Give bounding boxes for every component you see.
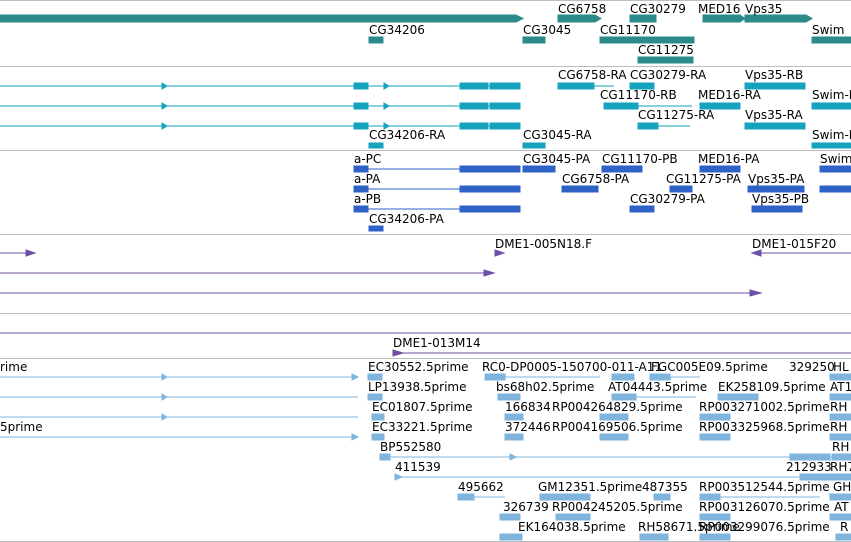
transcript-track-glyphs (0, 82, 851, 149)
track-separator (0, 66, 851, 67)
clone-track-glyphs (0, 249, 851, 357)
est-label[interactable]: RP004169506.5prime (552, 420, 683, 434)
est-label[interactable]: rime (0, 360, 28, 374)
est-track-glyphs (0, 373, 851, 541)
est-label[interactable]: GM12351.5prime (538, 480, 643, 494)
clone-label[interactable]: DME1-015F20 (752, 237, 837, 251)
track-separator (0, 150, 851, 151)
est-label[interactable]: EK164038.5prime (518, 520, 626, 534)
protein-track-glyphs (353, 165, 851, 232)
est-label[interactable]: RH (830, 420, 848, 434)
protein-label[interactable]: CG30279-PA (630, 192, 705, 206)
gene-feature-CG11275 (637, 56, 694, 64)
gene-feature-CG3045 (522, 36, 546, 44)
gene-feature-MED16 (702, 14, 746, 23)
est-label[interactable]: AT1 (830, 380, 851, 394)
est-label[interactable]: RP004264829.5prime (552, 400, 683, 414)
protein-label[interactable]: CG3045-PA (523, 152, 591, 166)
protein-label[interactable]: Swim (820, 152, 851, 166)
gene-label[interactable]: CG11170 (600, 23, 656, 37)
transcript-label[interactable]: Vps35-RA (745, 108, 803, 122)
est-label[interactable]: RH (830, 400, 848, 414)
protein-label[interactable]: a-PA (354, 172, 381, 186)
gene-label[interactable]: CG30279 (630, 2, 686, 16)
transcript-label[interactable]: CG3045-RA (523, 128, 592, 142)
transcript-label[interactable]: CG11275-RA (638, 108, 715, 122)
transcript-label[interactable]: Vps35-RB (745, 68, 804, 82)
est-label[interactable]: FGC005E09.5prime (651, 360, 768, 374)
protein-label[interactable]: CG11275-PA (666, 172, 741, 186)
transcript-label[interactable]: CG11170-RB (600, 88, 677, 102)
est-label[interactable]: RP003512544.5prime (699, 480, 830, 494)
est-label[interactable]: LP13938.5prime (368, 380, 467, 394)
est-label[interactable]: EC01807.5prime (372, 400, 473, 414)
protein-label[interactable]: Vps35-PB (752, 192, 810, 206)
gene-feature-large (0, 14, 525, 23)
clone-label[interactable]: DME1-013M14 (393, 336, 481, 350)
gene-feature-CG34206 (368, 36, 384, 44)
est-label[interactable]: BP552580 (380, 440, 442, 454)
est-label[interactable]: R (840, 520, 849, 534)
est-label[interactable]: bs68h02.5prime (496, 380, 595, 394)
gene-label[interactable]: CG34206 (369, 23, 425, 37)
est-label[interactable]: RH7 (830, 460, 851, 474)
est-label[interactable]: 329250 (789, 360, 835, 374)
protein-label[interactable]: CG6758-PA (562, 172, 630, 186)
est-label[interactable]: 372446 (505, 420, 551, 434)
transcript-label[interactable]: Swim-R (812, 128, 851, 142)
est-label[interactable]: 326739 (503, 500, 549, 514)
protein-label[interactable]: CG11170-PB (602, 152, 678, 166)
est-label[interactable]: EC30552.5prime (368, 360, 469, 374)
gene-feature-Swim (811, 36, 851, 44)
est-label[interactable]: 495662 (458, 480, 504, 494)
est-label[interactable]: RP004245205.5prime (552, 500, 683, 514)
clone-label[interactable]: DME1-005N18.F (495, 237, 593, 251)
protein-label[interactable]: CG34206-PA (369, 212, 444, 226)
est-label[interactable]: RC0-DP0005-150700-011-A11 (482, 360, 663, 374)
protein-label[interactable]: a-PB (354, 192, 382, 206)
gene-feature-Vps35 (744, 14, 813, 23)
gene-label[interactable]: Vps35 (745, 2, 783, 16)
protein-label[interactable]: a-PC (354, 152, 382, 166)
gene-track-glyphs (0, 14, 851, 64)
transcript-label[interactable]: CG34206-RA (369, 128, 446, 142)
est-label[interactable]: 411539 (395, 460, 441, 474)
est-label[interactable]: RP003325968.5prime (699, 420, 830, 434)
track-separator (0, 0, 851, 1)
est-label[interactable]: EK258109.5prime (718, 380, 826, 394)
gene-feature-CG6758 (557, 14, 602, 23)
track-separator (0, 313, 851, 314)
transcript-label[interactable]: MED16-RA (698, 88, 761, 102)
protein-label[interactable]: MED16-PA (698, 152, 760, 166)
est-label[interactable]: HL (833, 360, 849, 374)
transcript-label[interactable]: CG6758-RA (558, 68, 627, 82)
gene-label[interactable]: MED16 (698, 2, 741, 16)
est-label[interactable]: 166834 (505, 400, 551, 414)
est-label[interactable]: AT (834, 500, 849, 514)
gene-feature-CG30279 (629, 14, 657, 23)
est-label[interactable]: 212933 (786, 460, 832, 474)
track-separator (0, 234, 851, 235)
est-label[interactable]: 5prime (0, 420, 43, 434)
est-label[interactable]: 487355 (642, 480, 688, 494)
transcript-label[interactable]: CG30279-RA (630, 68, 707, 82)
gene-label[interactable]: Swim (812, 23, 845, 37)
track-separator (0, 358, 851, 359)
gene-feature-CG11170 (599, 36, 695, 44)
gene-label[interactable]: CG3045 (523, 23, 572, 37)
est-label[interactable]: AT04443.5prime (608, 380, 708, 394)
est-label[interactable]: RP003126070.5prime (699, 500, 830, 514)
est-label[interactable]: RP003299076.5prime (699, 520, 830, 534)
est-label[interactable]: RH58671.5prime (638, 520, 740, 534)
est-label[interactable]: EC33221.5prime (372, 420, 473, 434)
transcript-label[interactable]: Swim-R (812, 88, 851, 102)
est-label[interactable]: GH (833, 480, 851, 494)
est-label[interactable]: RH (832, 440, 850, 454)
est-label[interactable]: RP003271002.5prime (699, 400, 830, 414)
gene-label[interactable]: CG6758 (558, 2, 607, 16)
gene-label[interactable]: CG11275 (638, 43, 694, 57)
protein-label[interactable]: Vps35-PA (748, 172, 805, 186)
